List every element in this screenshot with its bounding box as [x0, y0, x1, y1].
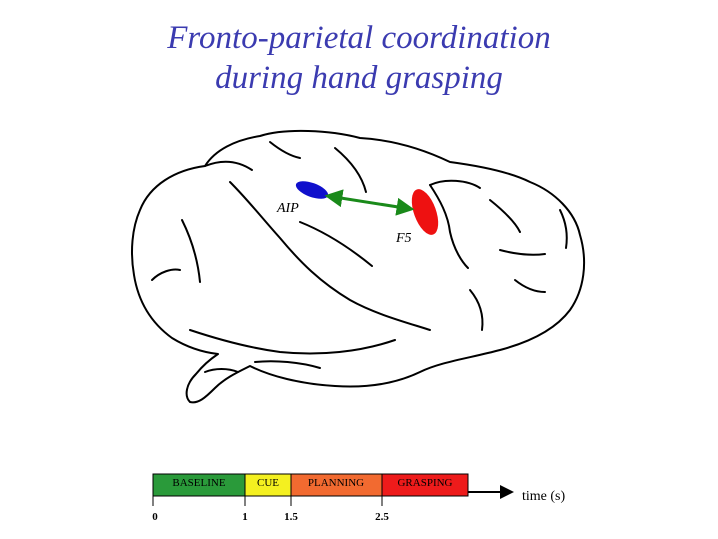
f5-area-marker [411, 189, 439, 235]
f5-label: F5 [395, 231, 412, 246]
aip-area-marker [295, 181, 329, 199]
title-line-1: Fronto-parietal coordination [167, 20, 551, 56]
timeline-label-cue: CUE [257, 477, 279, 489]
tick-label-1-5: 1.5 [284, 511, 298, 523]
time-axis-arrowhead [500, 485, 514, 499]
time-axis-label: time (s) [522, 489, 565, 504]
timeline-label-grasping: GRASPING [397, 477, 452, 489]
timeline: BASELINE CUE PLANNING GRASPING time (s) … [152, 473, 565, 523]
brain-outline [131, 129, 586, 404]
timeline-segment-grasping [381, 473, 469, 497]
title-line-2: during hand grasping [215, 60, 503, 96]
tick-label-2-5: 2.5 [375, 511, 389, 523]
aip-label: AIP [276, 201, 299, 216]
tick-label-1: 1 [242, 511, 248, 523]
timeline-label-planning: PLANNING [308, 477, 364, 489]
timeline-label-baseline: BASELINE [172, 477, 225, 489]
brain-drawing [131, 129, 586, 404]
tick-label-0: 0 [152, 511, 158, 523]
slide-title: Fronto-parietal coordination during hand… [0, 18, 718, 98]
connection-arrow [324, 189, 415, 216]
